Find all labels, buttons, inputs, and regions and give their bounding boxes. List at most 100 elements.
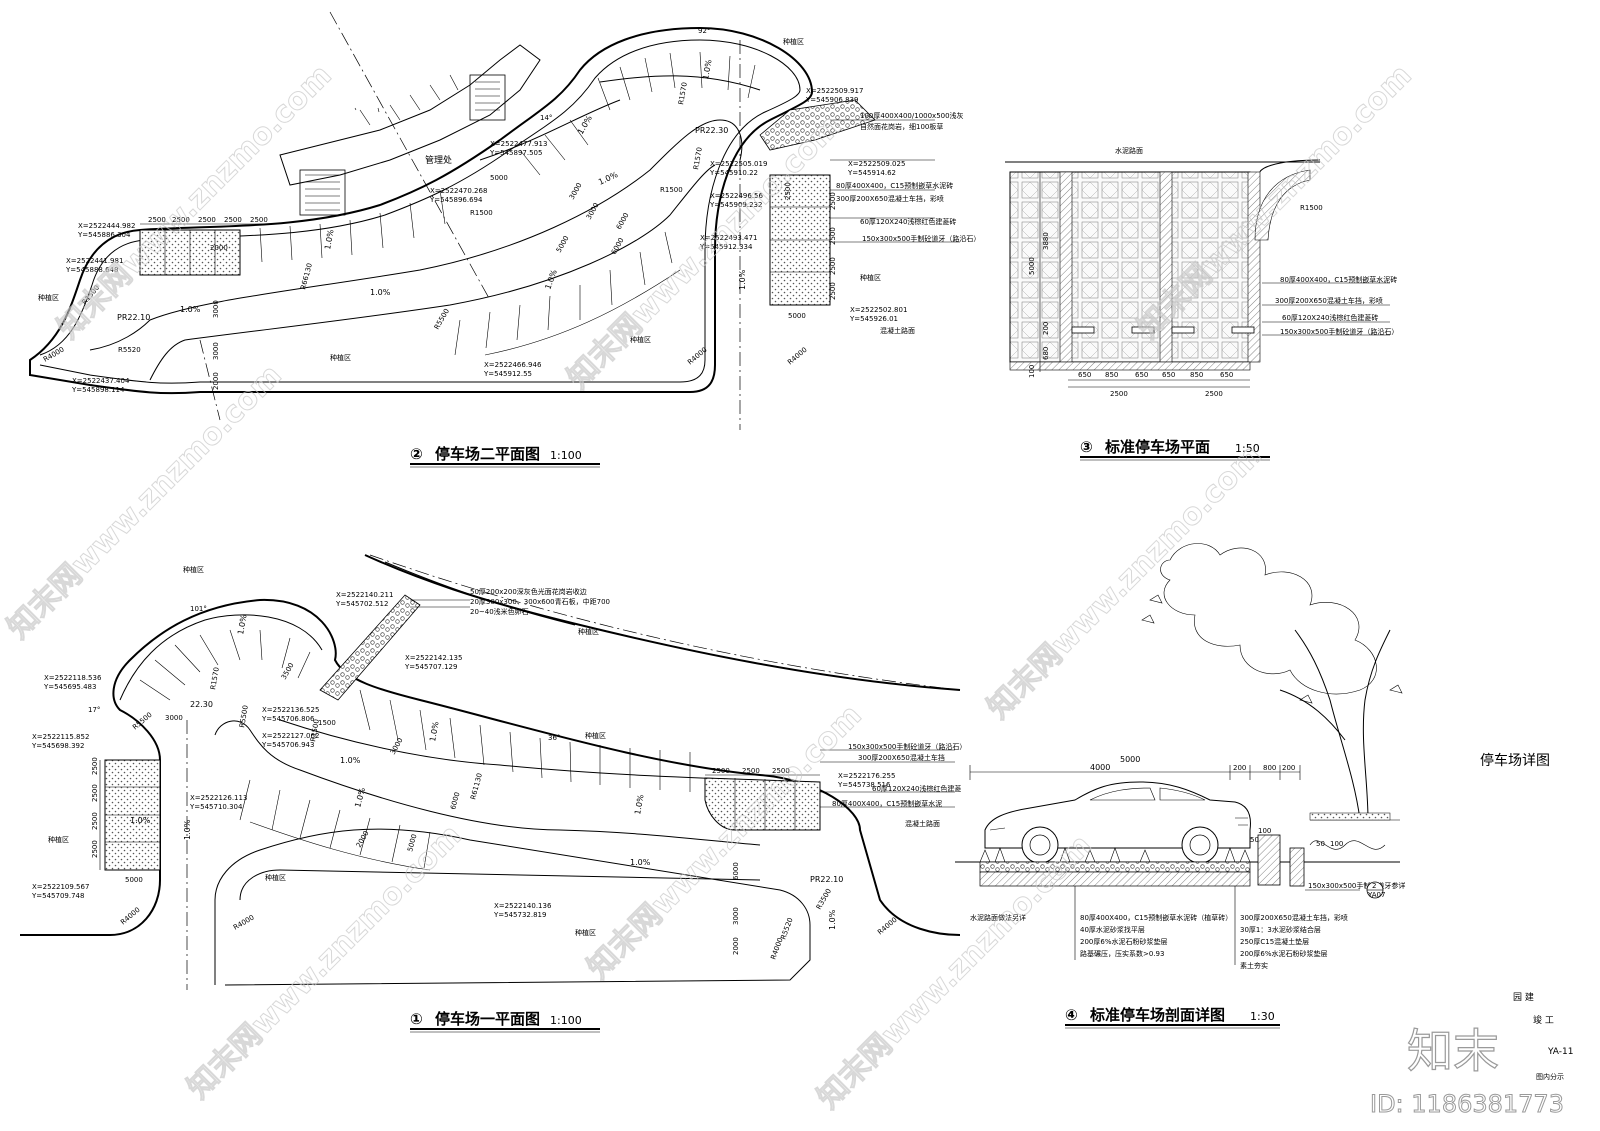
plan2-slope: 1.0% — [180, 305, 201, 314]
section-layers-right: 300厚200X650混凝土车挡，彩喷 30厚1：3水泥砂浆结合层 250厚C1… — [1234, 886, 1348, 970]
section-road-note: 水泥路面做法另详 — [970, 913, 1026, 922]
svg-text:Y=545695.483: Y=545695.483 — [43, 683, 96, 691]
svg-text:Y=545709.748: Y=545709.748 — [31, 892, 84, 900]
svg-text:2500: 2500 — [742, 767, 760, 775]
plan2-radius: R66130 — [299, 262, 314, 290]
svg-text:标准停车场平面: 标准停车场平面 — [1104, 438, 1210, 456]
svg-text:100: 100 — [1258, 827, 1271, 835]
svg-text:2000: 2000 — [355, 830, 371, 849]
plan1-slope: 1.0% — [236, 613, 248, 635]
svg-text:1:50: 1:50 — [1235, 442, 1260, 455]
svg-text:4000: 4000 — [1090, 763, 1110, 772]
plan2-slope: 1.0% — [370, 288, 391, 297]
sheet-number-label: 图内分示 — [1536, 1072, 1564, 1081]
plan2-label-management: 管理处 — [425, 154, 452, 166]
plan1-slope: 1.0% — [428, 720, 440, 742]
plan3-title: ③ 标准停车场平面 1:50 — [1080, 438, 1270, 461]
plan-4-section: 5000 4000 200 800 200 50 100 50 100 水泥路面… — [955, 543, 1405, 1029]
plan1-slope: 1.0% — [633, 793, 645, 815]
plan2-radius: PR22.10 — [117, 313, 150, 322]
plan1-angle: 101° — [190, 605, 207, 613]
svg-text:X=2522509.917: X=2522509.917 — [806, 87, 863, 95]
svg-text:①: ① — [410, 1010, 423, 1028]
plan1-parking-stalls — [139, 629, 691, 871]
svg-text:2500: 2500 — [784, 182, 792, 200]
plan-3-drawing: 水泥路面 R1500 5000 3880 200 680 100 650 850… — [1005, 146, 1398, 461]
plan1-title: ① 停车场一平面图 1:100 — [410, 1010, 600, 1033]
svg-text:3880: 3880 — [1042, 232, 1050, 250]
svg-text:1500: 1500 — [318, 719, 336, 727]
plan1-slope: 1.0% — [630, 858, 651, 867]
plan2-radius: R1500 — [470, 209, 493, 217]
svg-text:1:100: 1:100 — [550, 449, 582, 462]
svg-text:X=2522176.255: X=2522176.255 — [838, 772, 895, 780]
svg-text:X=2522505.019: X=2522505.019 — [710, 160, 767, 168]
plan1-label-planting: 种植区 — [48, 835, 69, 844]
plan1-slope: 1.0% — [130, 816, 151, 825]
svg-text:6000: 6000 — [449, 791, 461, 810]
svg-text:200: 200 — [1282, 764, 1295, 772]
sheet-name: 停车场详图 — [1480, 752, 1550, 769]
svg-text:3000: 3000 — [212, 342, 220, 360]
plan1-material-notes: 50厚200x200深灰色光面花岗岩收边 20厚300x300、300x600青… — [410, 587, 966, 808]
svg-text:300厚200X650混凝土车挡，彩喷: 300厚200X650混凝土车挡，彩喷 — [836, 194, 944, 203]
svg-text:②: ② — [410, 445, 423, 463]
svg-text:1:100: 1:100 — [550, 1014, 582, 1027]
section-curb-note: 150x300x500手制砼道牙参详 2 YA07 — [1305, 881, 1405, 899]
plan1-radius: R61130 — [469, 772, 484, 800]
svg-text:Y=545738.516: Y=545738.516 — [837, 781, 891, 789]
svg-text:650: 650 — [1162, 371, 1175, 379]
plan2-radius: PR22.30 — [695, 126, 728, 135]
svg-text:2000: 2000 — [212, 372, 220, 390]
plan1-radius: R3500 — [815, 887, 833, 911]
svg-text:Y=545896.694: Y=545896.694 — [429, 196, 483, 204]
svg-text:100: 100 — [1330, 840, 1343, 848]
svg-text:60厚120X240浅棕红色建菱砖: 60厚120X240浅棕红色建菱砖 — [1282, 313, 1378, 322]
plan1-slope: 1.0% — [183, 819, 192, 840]
svg-text:2500: 2500 — [91, 784, 99, 802]
plan1-label-planting: 种植区 — [585, 731, 606, 740]
svg-text:X=2522470.268: X=2522470.268 — [430, 187, 487, 195]
plan1-radius: R5500 — [131, 711, 154, 732]
svg-text:50: 50 — [1316, 840, 1325, 848]
svg-text:150x300x500手制砼道牙参详: 150x300x500手制砼道牙参详 — [1308, 881, 1405, 890]
svg-text:Y=545706.943: Y=545706.943 — [261, 741, 314, 749]
plan1-angle: 36° — [548, 734, 560, 742]
plan2-angle: 14° — [540, 114, 552, 122]
svg-text:300厚200X650混凝土车挡，彩喷: 300厚200X650混凝土车挡，彩喷 — [1240, 913, 1348, 922]
plan-1-drawing: 种植区 种植区 种植区 种植区 种植区 种植区 混凝土路面 101° 17° 3… — [20, 554, 966, 1033]
svg-text:Y=545888.648: Y=545888.648 — [65, 266, 118, 274]
plan2-slope: 1.0% — [576, 114, 594, 136]
svg-text:200厚6%水泥石粉砂浆垫层: 200厚6%水泥石粉砂浆垫层 — [1240, 949, 1327, 958]
svg-text:Y=545912.334: Y=545912.334 — [699, 243, 753, 251]
plan2-material-notes: 100厚400X400/1000x500浅灰 自然面花岗岩，细100板草 80厚… — [830, 111, 980, 243]
svg-text:5000: 5000 — [788, 312, 806, 320]
svg-text:6000: 6000 — [615, 212, 631, 231]
plan1-dimensions: 2500 2500 2500 2500 2500 2500 2500 5000 … — [91, 662, 820, 955]
plan2-radius: R1500 — [660, 186, 683, 194]
svg-text:2500: 2500 — [829, 192, 837, 210]
project-discipline: 园 建 — [1513, 991, 1534, 1003]
plan1-radius: R5520 — [779, 917, 794, 941]
sheet-number: YA-11 — [1547, 1047, 1573, 1057]
watermark-text: 知末网www.znzmo.com — [581, 698, 869, 986]
plan2-parking-stalls — [229, 51, 756, 356]
svg-text:Y=545914.62: Y=545914.62 — [847, 169, 896, 177]
plan2-slope: 1.0% — [597, 170, 620, 187]
svg-text:80厚400X400，C15预制嵌草水泥砖（植草砖）: 80厚400X400，C15预制嵌草水泥砖（植草砖） — [1080, 913, 1232, 922]
svg-text:③: ③ — [1080, 438, 1093, 456]
svg-text:Y=545909.232: Y=545909.232 — [709, 201, 762, 209]
svg-text:2500: 2500 — [198, 216, 216, 224]
svg-text:X=2522126.113: X=2522126.113 — [190, 794, 247, 802]
svg-text:停车场二平面图: 停车场二平面图 — [435, 445, 540, 463]
plan2-slope: 1.0% — [701, 58, 713, 80]
svg-text:X=2522466.946: X=2522466.946 — [484, 361, 542, 369]
watermark-text: 知末网www.znzmo.com — [51, 58, 339, 346]
svg-text:100: 100 — [1028, 365, 1036, 378]
svg-text:2500: 2500 — [172, 216, 190, 224]
svg-text:300厚200X650混凝土车挡，彩喷: 300厚200X650混凝土车挡，彩喷 — [1275, 296, 1383, 305]
svg-text:2500: 2500 — [91, 840, 99, 858]
svg-text:X=2522109.567: X=2522109.567 — [32, 883, 89, 891]
watermark-text: 知末网www.znzmo.com — [981, 438, 1269, 726]
